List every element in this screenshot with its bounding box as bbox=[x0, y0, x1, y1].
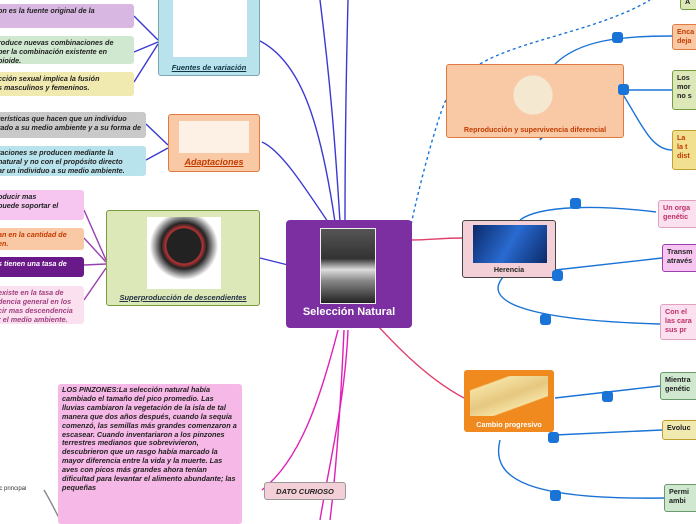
fuentes-title: Fuentes de variación bbox=[171, 63, 247, 72]
cambio-item-2[interactable]: Evoluc bbox=[662, 420, 696, 440]
adaptaciones-item-1[interactable]: terísticas que hacen que un individuo ta… bbox=[0, 112, 146, 138]
connector-handle[interactable] bbox=[552, 270, 563, 281]
herencia-item-2[interactable]: Transm através bbox=[662, 244, 696, 272]
cambio-item-1[interactable]: Mientra genétic bbox=[660, 372, 696, 400]
superproduccion-title: Superproducción de descendientes bbox=[119, 293, 247, 302]
connector-handle[interactable] bbox=[618, 84, 629, 95]
cambio-node[interactable]: Cambio progresivo bbox=[464, 370, 554, 432]
herencia-item-3[interactable]: Con el las cara sus pr bbox=[660, 304, 696, 340]
superproduccion-item-2[interactable]: an en la cantidad de en. bbox=[0, 228, 84, 250]
dna-helix-icon bbox=[473, 225, 547, 263]
superproduccion-item-3[interactable]: s tienen una tasa de bbox=[0, 257, 84, 277]
fuentes-node[interactable]: Fuentes de variación bbox=[158, 0, 260, 76]
dato-curioso-node[interactable]: DATO CURIOSO bbox=[264, 482, 346, 500]
dato-side-label: ic principal bbox=[0, 486, 27, 492]
fuentes-item-2[interactable]: roduce nuevas combinaciones de per la co… bbox=[0, 36, 134, 64]
superproduccion-item-1[interactable]: oducir mas puede soportar el bbox=[0, 190, 84, 220]
connector-handle[interactable] bbox=[570, 198, 581, 209]
giraffes-icon bbox=[179, 121, 249, 153]
central-title: Selección Natural bbox=[302, 306, 396, 318]
darwin-portrait-icon bbox=[320, 228, 376, 304]
connector-handle[interactable] bbox=[550, 490, 561, 501]
fossil-layers-icon bbox=[470, 376, 548, 416]
fuentes-item-3[interactable]: cción sexual implica la fusión s masculi… bbox=[0, 72, 134, 96]
reproduccion-item-1[interactable]: A bbox=[680, 0, 696, 10]
hornbill-bird-icon bbox=[147, 217, 221, 289]
fuentes-item-1[interactable]: on es la fuente original de la bbox=[0, 4, 134, 28]
dato-curioso-text[interactable]: LOS PINZONES:La selección natural había … bbox=[58, 384, 242, 524]
superproduccion-item-4[interactable]: existe en la tasa de dencia general en l… bbox=[0, 286, 84, 324]
adaptaciones-node[interactable]: Adaptaciones bbox=[168, 114, 260, 172]
eyes-grid-icon bbox=[173, 0, 247, 57]
cambio-item-3[interactable]: Permi ambi bbox=[664, 484, 696, 512]
superproduccion-node[interactable]: Superproducción de descendientes bbox=[106, 210, 260, 306]
central-node[interactable]: Selección Natural bbox=[286, 220, 412, 328]
reproduccion-item-4[interactable]: La la t dist bbox=[672, 130, 696, 170]
cambio-title: Cambio progresivo bbox=[476, 420, 542, 429]
reproduccion-node[interactable]: Reproducción y supervivencia diferencial bbox=[446, 64, 624, 138]
adaptaciones-item-2[interactable]: taciones se producen mediante la natural… bbox=[0, 146, 146, 176]
animals-circle-icon bbox=[493, 69, 573, 121]
connector-handle[interactable] bbox=[548, 432, 559, 443]
herencia-item-1[interactable]: Un orga genétic bbox=[658, 200, 696, 228]
herencia-title: Herencia bbox=[493, 265, 525, 274]
reproduccion-item-2[interactable]: Enca deja bbox=[672, 24, 696, 50]
herencia-node[interactable]: Herencia bbox=[462, 220, 556, 278]
connector-handle[interactable] bbox=[602, 391, 613, 402]
connector-handle[interactable] bbox=[540, 314, 551, 325]
reproduccion-title: Reproducción y supervivencia diferencial bbox=[463, 125, 607, 134]
dato-curioso-title: DATO CURIOSO bbox=[276, 486, 334, 496]
reproduccion-item-3[interactable]: Los mor no s bbox=[672, 70, 696, 110]
connector-handle[interactable] bbox=[612, 32, 623, 43]
adaptaciones-title: Adaptaciones bbox=[184, 157, 244, 167]
